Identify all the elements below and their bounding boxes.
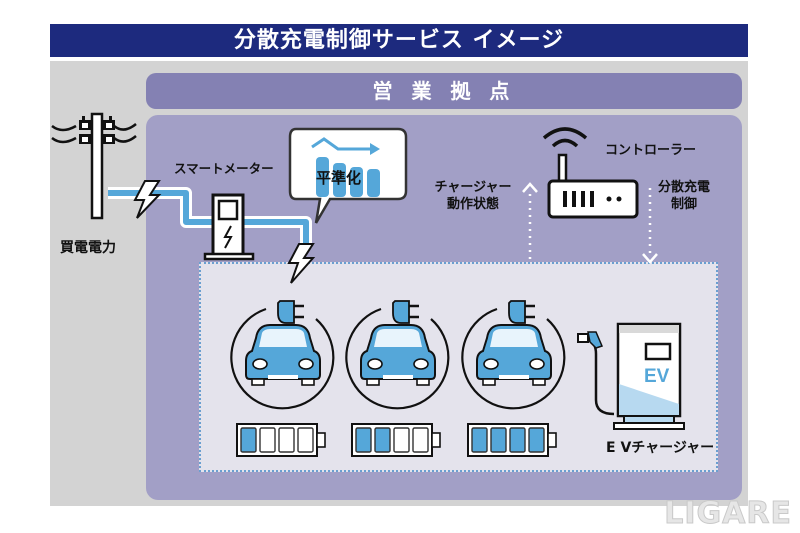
battery-level-1 bbox=[236, 423, 326, 457]
charging-ring bbox=[230, 307, 335, 410]
smart-meter-icon bbox=[203, 193, 255, 261]
ev-charger-icon: EV bbox=[577, 322, 685, 430]
car-icon bbox=[245, 324, 321, 386]
wifi-icon bbox=[542, 127, 588, 148]
battery-segment bbox=[412, 427, 429, 453]
lightning-icon bbox=[133, 180, 162, 219]
battery-segment bbox=[297, 427, 314, 453]
battery-segment bbox=[259, 427, 276, 453]
plug-icon bbox=[277, 300, 304, 324]
diagram-title: 分散充電制御サービス イメージ bbox=[50, 24, 748, 57]
battery-segment bbox=[393, 427, 410, 453]
lightning-icon bbox=[287, 243, 316, 284]
battery-level-3 bbox=[467, 423, 557, 457]
site-label-bar: 営 業 拠 点 bbox=[146, 73, 742, 109]
plug-icon bbox=[392, 300, 419, 324]
smart-meter-label: スマートメーター bbox=[174, 161, 274, 176]
battery-segment bbox=[528, 427, 545, 453]
distributed-control-label-line1: 分散充電 bbox=[657, 180, 710, 195]
car-icon bbox=[360, 324, 436, 386]
vehicle-1 bbox=[230, 300, 335, 410]
charger-status-label-line2: 動作状態 bbox=[446, 197, 499, 212]
battery-segment bbox=[240, 427, 257, 453]
controller-icon bbox=[547, 153, 639, 219]
plug-icon bbox=[508, 300, 535, 324]
vehicle-3 bbox=[461, 300, 566, 410]
battery-segment bbox=[490, 427, 507, 453]
battery-level-2 bbox=[351, 423, 441, 457]
battery-segment bbox=[355, 427, 372, 453]
distributed-control-label: 分散充電 制御 bbox=[656, 179, 712, 213]
battery-segment bbox=[509, 427, 526, 453]
battery-segment bbox=[374, 427, 391, 453]
purchased-power-label: 買電電力 bbox=[60, 240, 116, 256]
car-icon bbox=[476, 324, 552, 386]
charger-status-label: チャージャー 動作状態 bbox=[433, 179, 513, 213]
control-down-arrow bbox=[642, 188, 658, 264]
ev-mark: EV bbox=[644, 366, 670, 387]
watermark: LIGARE bbox=[664, 496, 792, 532]
status-up-arrow bbox=[522, 182, 538, 264]
utility-pole-icon bbox=[51, 112, 137, 220]
distributed-control-label-line2: 制御 bbox=[670, 197, 697, 212]
leveling-bubble-icon bbox=[288, 127, 408, 224]
charging-ring bbox=[345, 307, 450, 410]
vehicle-2 bbox=[345, 300, 450, 410]
leveling-label: 平準化 bbox=[316, 169, 362, 187]
battery-segment bbox=[278, 427, 295, 453]
controller-label: コントローラー bbox=[605, 143, 697, 158]
ev-charger-label: E Vチャージャー bbox=[606, 440, 715, 456]
charging-ring bbox=[461, 307, 566, 410]
charger-status-label-line1: チャージャー bbox=[434, 180, 512, 195]
battery-segment bbox=[471, 427, 488, 453]
